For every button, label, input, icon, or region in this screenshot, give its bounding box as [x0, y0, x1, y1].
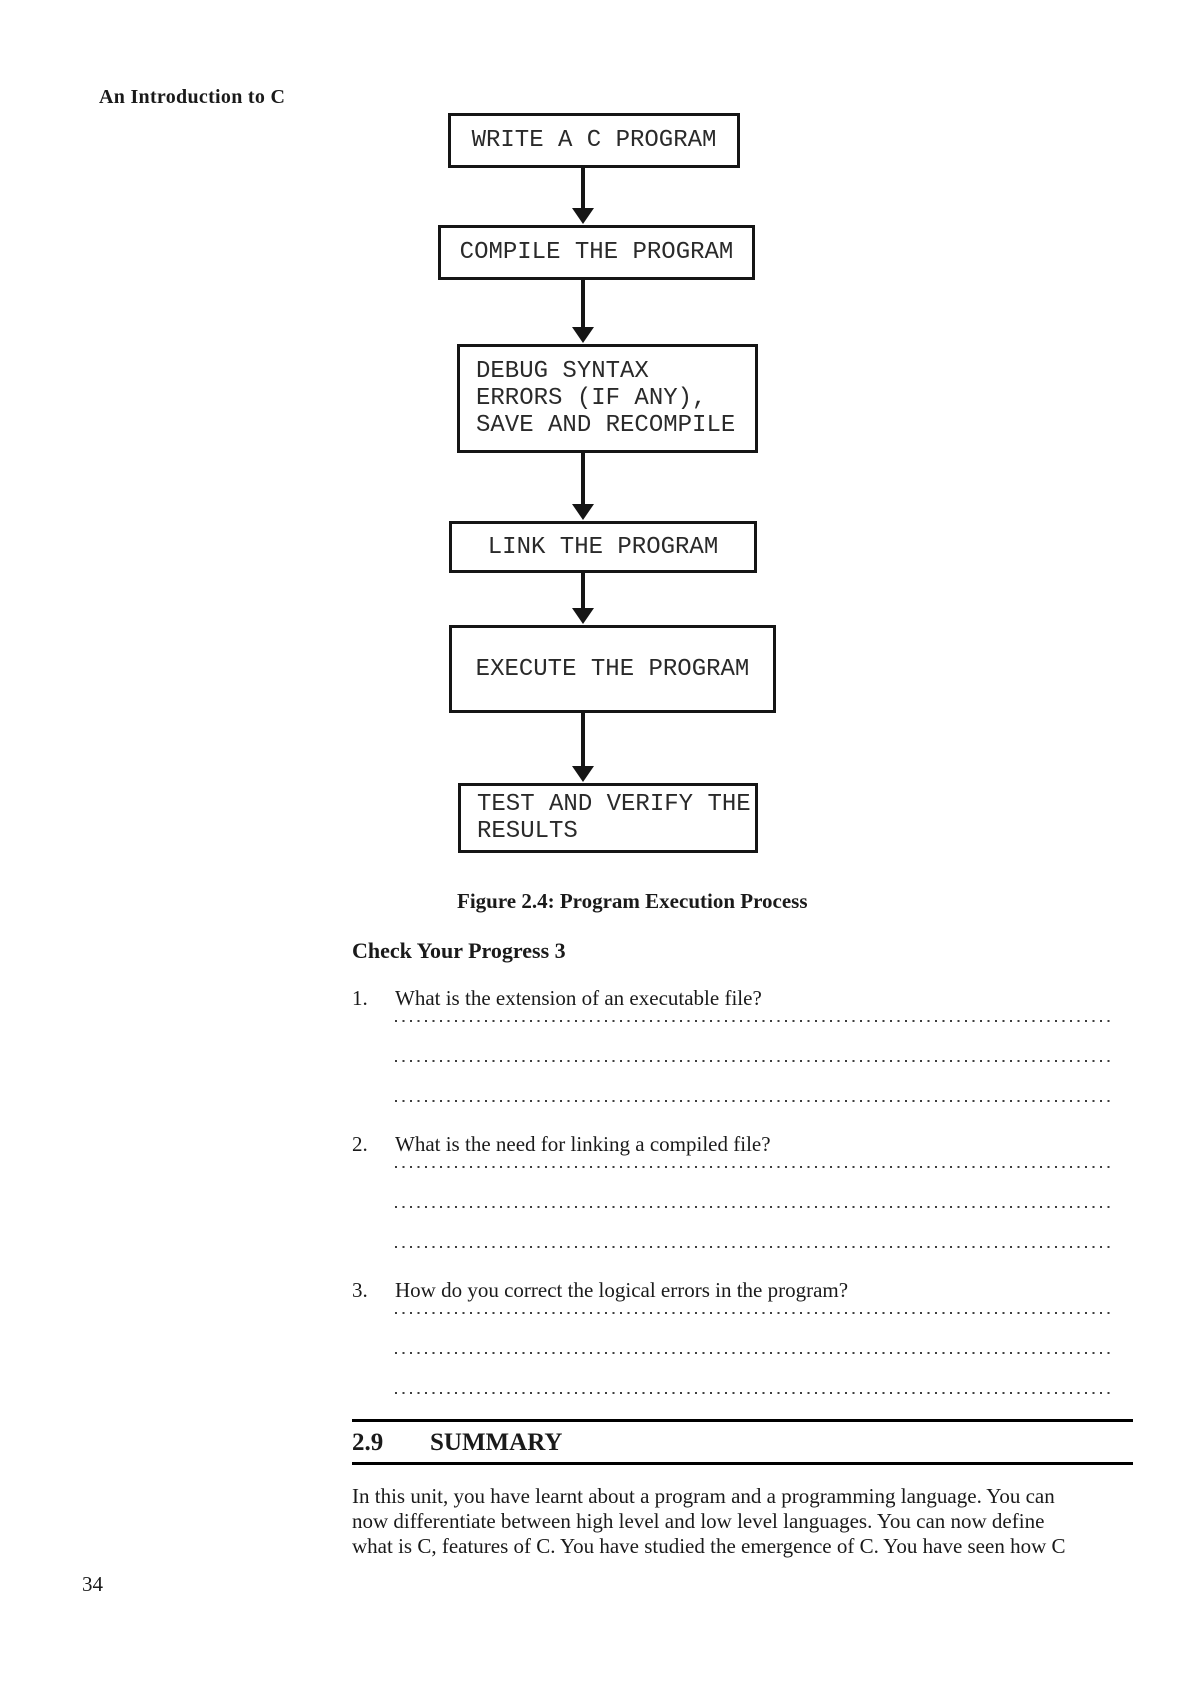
- running-header: An Introduction to C: [99, 86, 286, 108]
- page-number: 34: [82, 1572, 103, 1596]
- section-heading-summary: 2.9 SUMMARY: [352, 1419, 1133, 1465]
- answer-line: [395, 1020, 1112, 1022]
- flow-arrow-down-icon: [572, 504, 594, 520]
- answer-line: [395, 1100, 1112, 1102]
- question-3: 3. How do you correct the logical errors…: [352, 1277, 1142, 1303]
- question-2: 2. What is the need for linking a compil…: [352, 1131, 1142, 1157]
- flow-arrow-down-icon: [572, 327, 594, 343]
- answer-line: [395, 1166, 1112, 1168]
- section-number: 2.9: [352, 1429, 384, 1456]
- answer-line: [395, 1392, 1112, 1394]
- flow-arrow-stem: [581, 713, 585, 767]
- question-text: What is the extension of an executable f…: [395, 986, 762, 1010]
- main-text-column: Check Your Progress 3 1. What is the ext…: [352, 938, 1142, 1559]
- flow-arrow-stem: [581, 573, 585, 609]
- question-text: What is the need for linking a compiled …: [395, 1132, 771, 1156]
- flow-arrow-down-icon: [572, 608, 594, 624]
- answer-line: [395, 1246, 1112, 1248]
- flow-arrow-stem: [581, 168, 585, 209]
- answer-line: [395, 1206, 1112, 1208]
- check-your-progress-heading: Check Your Progress 3: [352, 938, 566, 963]
- figure-caption: Figure 2.4: Program Execution Process: [457, 889, 808, 913]
- question-1: 1. What is the extension of an executabl…: [352, 985, 1142, 1011]
- question-text: How do you correct the logical errors in…: [395, 1278, 849, 1302]
- question-number: 3.: [352, 1278, 368, 1302]
- flowchart-box-execute: EXECUTE THE PROGRAM: [449, 625, 776, 713]
- flowchart-box-link: LINK THE PROGRAM: [449, 521, 757, 573]
- flowchart-box-write: WRITE A C PROGRAM: [448, 113, 740, 168]
- flow-arrow-down-icon: [572, 208, 594, 224]
- flowchart-box-compile: COMPILE THE PROGRAM: [438, 225, 755, 280]
- flowchart-box-test: TEST AND VERIFY THE RESULTS: [458, 783, 758, 853]
- flow-arrow-stem: [581, 280, 585, 328]
- section-title: SUMMARY: [430, 1429, 563, 1456]
- summary-paragraph: In this unit, you have learnt about a pr…: [352, 1484, 1066, 1558]
- flowchart-box-debug: DEBUG SYNTAX ERRORS (IF ANY), SAVE AND R…: [457, 344, 758, 453]
- answer-line: [395, 1060, 1112, 1062]
- question-number: 1.: [352, 986, 368, 1010]
- flow-arrow-down-icon: [572, 766, 594, 782]
- answer-line: [395, 1312, 1112, 1314]
- question-number: 2.: [352, 1132, 368, 1156]
- answer-line: [395, 1352, 1112, 1354]
- flow-arrow-stem: [581, 453, 585, 505]
